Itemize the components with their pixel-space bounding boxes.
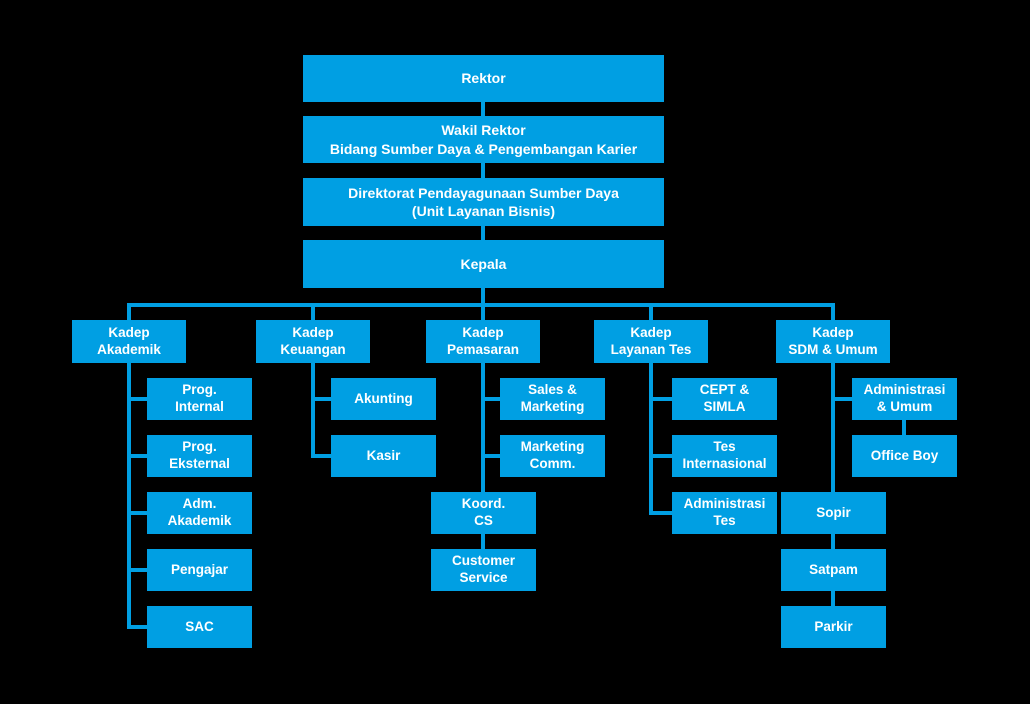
org-node-office-boy: Office Boy [852, 435, 957, 477]
org-node-marketing-comm: Marketing Comm. [500, 435, 605, 477]
org-node-pengajar: Pengajar [147, 549, 252, 591]
org-node-kadep-layanan-tes: Kadep Layanan Tes [594, 320, 708, 363]
connector-satpam-parkir [831, 591, 835, 606]
connector-spine-akademik [127, 363, 131, 629]
connector-drop-layanan-tes [649, 303, 653, 320]
connector-stub-tes-internasional [651, 454, 672, 458]
connector-drop-keuangan [311, 303, 315, 320]
org-node-kasir: Kasir [331, 435, 436, 477]
connector-stub-akunting [313, 397, 331, 401]
connector-stub-sac [129, 625, 147, 629]
connector-stub-sales-marketing [483, 397, 501, 401]
connector-direktorat-kepala [481, 226, 485, 240]
connector-stub-prog-internal [129, 397, 147, 401]
connector-stub-administrasi-umum [833, 397, 852, 401]
org-node-direktorat: Direktorat Pendayagunaan Sumber Daya (Un… [303, 178, 664, 226]
connector-stub-adm-akademik [129, 511, 147, 515]
org-node-customer-service: Customer Service [431, 549, 536, 591]
org-node-administrasi-umum: Administrasi & Umum [852, 378, 957, 420]
org-node-sopir: Sopir [781, 492, 886, 534]
connector-sopir-satpam [831, 534, 835, 549]
org-node-sac: SAC [147, 606, 252, 648]
connector-wakil-direktorat [481, 163, 485, 178]
connector-drop-akademik [127, 303, 131, 320]
connector-drop-pemasaran [481, 303, 485, 320]
connector-spine-keuangan [311, 363, 315, 458]
connector-stub-administrasi-tes [651, 511, 672, 515]
org-node-cept-simla: CEPT & SIMLA [672, 378, 777, 420]
org-node-kepala: Kepala [303, 240, 664, 288]
org-node-satpam: Satpam [781, 549, 886, 591]
org-node-kadep-pemasaran: Kadep Pemasaran [426, 320, 540, 363]
org-node-sales-marketing: Sales & Marketing [500, 378, 605, 420]
connector-spine-sdm-umum [831, 363, 835, 492]
connector-koordcs-customer-service [481, 534, 485, 549]
org-node-tes-internasional: Tes Internasional [672, 435, 777, 477]
org-node-wakil-rektor: Wakil Rektor Bidang Sumber Daya & Pengem… [303, 116, 664, 163]
org-node-parkir: Parkir [781, 606, 886, 648]
connector-stub-cept-simla [651, 397, 672, 401]
org-node-prog-internal: Prog. Internal [147, 378, 252, 420]
org-node-akunting: Akunting [331, 378, 436, 420]
org-node-kadep-keuangan: Kadep Keuangan [256, 320, 370, 363]
connector-stub-pengajar [129, 568, 147, 572]
org-node-koord-cs: Koord. CS [431, 492, 536, 534]
org-node-adm-akademik: Adm. Akademik [147, 492, 252, 534]
org-node-kadep-sdm-umum: Kadep SDM & Umum [776, 320, 890, 363]
connector-stub-prog-eksternal [129, 454, 147, 458]
org-node-prog-eksternal: Prog. Eksternal [147, 435, 252, 477]
connector-kepala-bus [481, 288, 485, 303]
connector-spine-pemasaran [481, 363, 485, 492]
connector-spine-layanan-tes [649, 363, 653, 515]
connector-admumum-office-boy [902, 420, 906, 435]
connector-drop-sdm-umum [831, 303, 835, 320]
org-node-kadep-akademik: Kadep Akademik [72, 320, 186, 363]
org-node-rektor: Rektor [303, 55, 664, 102]
connector-rektor-wakil [481, 102, 485, 116]
connector-stub-kasir [313, 454, 331, 458]
org-node-administrasi-tes: Administrasi Tes [672, 492, 777, 534]
connector-stub-marketing-comm [483, 454, 501, 458]
